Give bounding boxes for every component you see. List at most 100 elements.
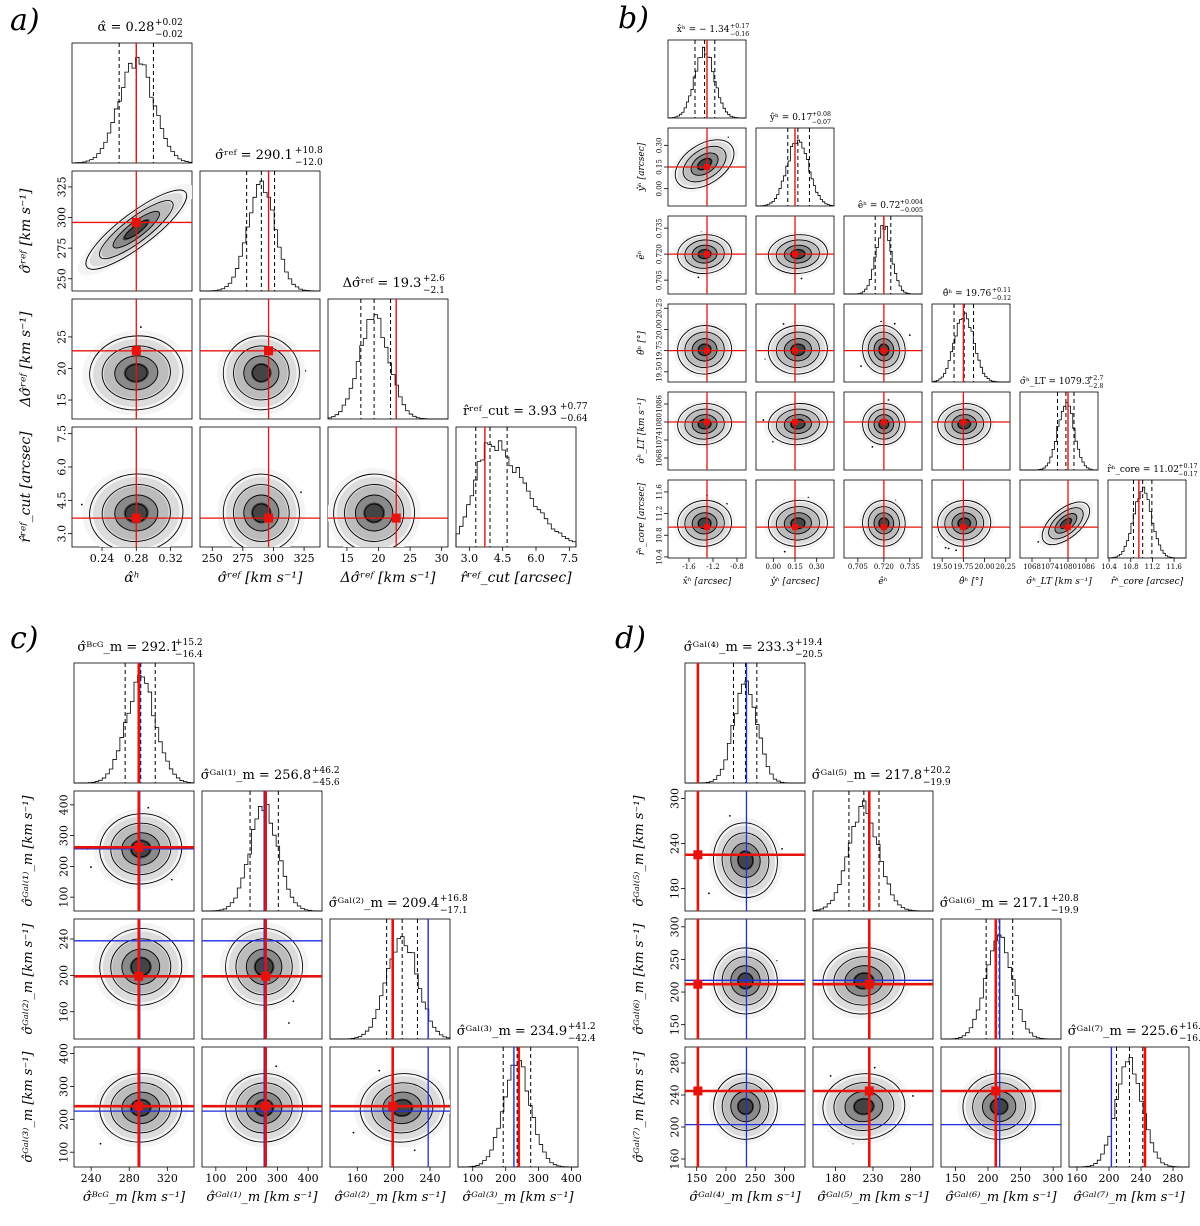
cell-b-2-1 [755, 215, 835, 295]
density-c-3-0 [74, 1047, 194, 1167]
sample-point [697, 276, 700, 279]
contour-line [873, 512, 895, 535]
x-tick-label: 240 [420, 1172, 441, 1185]
y-tick-label: 11.6 [656, 484, 664, 500]
param-title-b-4: σ̂ʰ_LT = 1079.3+2.7−2.8 [1020, 375, 1104, 390]
histogram-d-1 [812, 800, 934, 912]
param-title-text: σ̂ᴳᵃˡ⁽⁶⁾_m = 217.1 [940, 896, 1050, 911]
density-c-2-1 [202, 919, 322, 1039]
x-axis-label: σ̂ᴳᵃˡ⁽³⁾_m [km s⁻¹] [462, 1190, 574, 1205]
corner-panel-d: d)σ̂ᴳᵃˡ⁽⁴⁾_m = 233.3+19.4−20.5180240300σ… [615, 621, 1200, 1205]
contour-line [222, 473, 300, 547]
param-title-a-3: r̂ʳᵉᶠ_cut = 3.93+0.77−0.64 [463, 402, 588, 424]
y-tick-label: 1080 [656, 413, 664, 431]
contour-line [243, 494, 280, 532]
contour-line [364, 503, 384, 523]
contour-line [89, 473, 184, 547]
contour-line [944, 506, 985, 541]
contour-line [99, 200, 174, 260]
sample-point [413, 1149, 416, 1152]
param-title-plus: +0.08 [812, 111, 831, 118]
param-title-c-3: σ̂ᴳᵃˡ⁽³⁾_m = 234.9+41.2−42.4 [457, 1022, 596, 1044]
y-tick-label: 100 [57, 887, 70, 908]
truth-marker [991, 1086, 1001, 1096]
y-axis-label: σ̂ᴳᵃˡ⁽²⁾_m [km s⁻¹] [21, 922, 36, 1034]
x-tick-label: 1068 [1023, 563, 1041, 571]
y-tick-label: 300 [55, 207, 68, 228]
contour-line [853, 1098, 874, 1115]
param-title-plus: +41.2 [568, 1022, 596, 1032]
sample-point [782, 323, 785, 325]
cell-d-2-2: σ̂ᴳᵃˡ⁽⁶⁾_m = 217.1+20.8−19.9 [940, 894, 1079, 1040]
param-title-plus: +10.8 [295, 146, 323, 156]
truth-marker [792, 524, 798, 531]
x-axis-label: Δσ̂ʳᵉᶠ [km s⁻¹] [340, 570, 437, 586]
y-tick-label: 200 [57, 965, 70, 986]
sample-point [955, 549, 958, 552]
contour-line [833, 1082, 895, 1131]
x-tick-label: 300 [774, 1172, 795, 1185]
histogram-b-2 [844, 225, 923, 295]
contour-line [690, 152, 719, 176]
contour-line [233, 345, 290, 401]
contour-line [873, 414, 895, 435]
y-tick-label: 7.5 [55, 425, 68, 443]
sample-point [873, 1066, 876, 1069]
density-c-2-0 [74, 919, 194, 1039]
panel-label-d: d) [615, 621, 646, 656]
x-tick-label: 0.15 [787, 563, 803, 571]
truth-marker [693, 979, 703, 989]
y-tick-label: 250 [55, 268, 68, 289]
contour-line [775, 506, 820, 541]
histogram-b-3 [931, 312, 1011, 383]
contour-line [235, 938, 293, 996]
x-axis-label: x̂ʰ [arcsec] [683, 576, 732, 587]
y-tick-label: 20.25 [656, 298, 664, 318]
sample-point [783, 550, 786, 553]
y-tick-label: 1068 [656, 449, 664, 467]
y-tick-label: 280 [668, 1053, 681, 1074]
truth-marker [134, 842, 144, 852]
x-tick-label: 150 [686, 1172, 707, 1185]
contour-line [222, 335, 300, 411]
density-a-3-1 [200, 427, 320, 547]
y-axis-label: σ̂ᴳᵃˡ⁽⁷⁾_m [km s⁻¹] [632, 1050, 647, 1162]
histogram-c-1 [201, 803, 323, 912]
truth-marker [880, 347, 887, 354]
param-title-plus: +46.2 [312, 766, 340, 776]
contour-line [225, 928, 304, 1006]
y-tick-label: 240 [668, 1085, 681, 1106]
contour-line [1041, 501, 1090, 546]
x-tick-label: 200 [715, 1172, 736, 1185]
contour-line [767, 325, 828, 375]
y-axis-label: ŷʰ [arcsec] [636, 142, 647, 192]
cell-d-0-0: σ̂ᴳᵃˡ⁽⁴⁾_m = 233.3+19.4−20.5 [684, 638, 823, 784]
contour-line [684, 506, 725, 541]
cell-c-1-1: σ̂ᴳᵃˡ⁽¹⁾_m = 256.8+46.2−45.6 [201, 766, 340, 912]
param-title-plus: +0.004 [900, 199, 923, 206]
y-axis-label: σ̂ᴳᵃˡ⁽⁶⁾_m [km s⁻¹] [632, 922, 647, 1034]
contour-line [101, 484, 171, 542]
sample-point [139, 326, 142, 328]
y-tick-label: 20 [55, 361, 68, 375]
contour-line [233, 484, 290, 542]
y-tick-label: 300 [668, 916, 681, 937]
cell-b-5-0: -1.6-1.2-0.8x̂ʰ [arcsec]10.410.811.211.6… [636, 479, 747, 587]
sample-point [349, 548, 351, 550]
contour-line [862, 325, 906, 375]
param-title-text: θ̂ʰ = 19.76 [943, 288, 992, 299]
y-tick-label: 0.00 [656, 181, 664, 197]
axes-frame [71, 42, 193, 164]
x-tick-label: 240 [1131, 1172, 1152, 1185]
x-tick-label: 19.50 [932, 563, 952, 571]
x-tick-label: 300 [528, 1172, 549, 1185]
param-title-text: σ̂ᴳᵃˡ⁽⁴⁾_m = 233.3 [684, 640, 794, 655]
x-axis-label: r̂ʰ_core [arcsec] [1111, 576, 1184, 587]
